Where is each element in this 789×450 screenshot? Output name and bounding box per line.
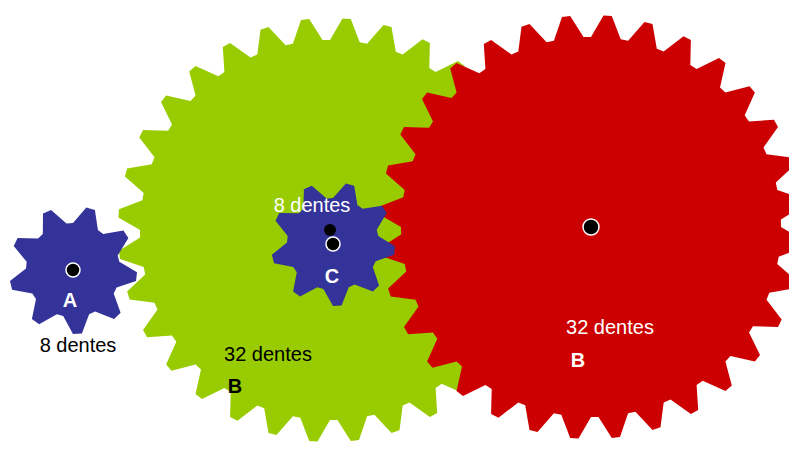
teeth-count: 8 dentes: [274, 194, 351, 216]
gear-letter: A: [63, 289, 77, 311]
small-gear: A 8 dentes: [5, 280, 155, 370]
gear-letter: C: [325, 265, 339, 287]
small-gear: [272, 183, 395, 306]
axle: [583, 219, 599, 235]
gear-letter: B: [228, 375, 242, 397]
small-gear: [10, 207, 137, 334]
teeth-count: 32 dentes: [566, 316, 654, 338]
small-gear: 8 dentesC: [271, 182, 395, 306]
large-gear: 32 dentesB 8 dentesC: [118, 18, 542, 442]
axle: [66, 263, 80, 277]
axle: [326, 237, 340, 251]
teeth-count: 32 dentes: [224, 343, 312, 365]
large-gear: 32 dentesB: [379, 15, 789, 439]
axle: [324, 224, 336, 236]
gear-letter: B: [571, 349, 585, 371]
teeth-count: 8 dentes: [40, 334, 117, 356]
large-gear: [379, 15, 789, 438]
